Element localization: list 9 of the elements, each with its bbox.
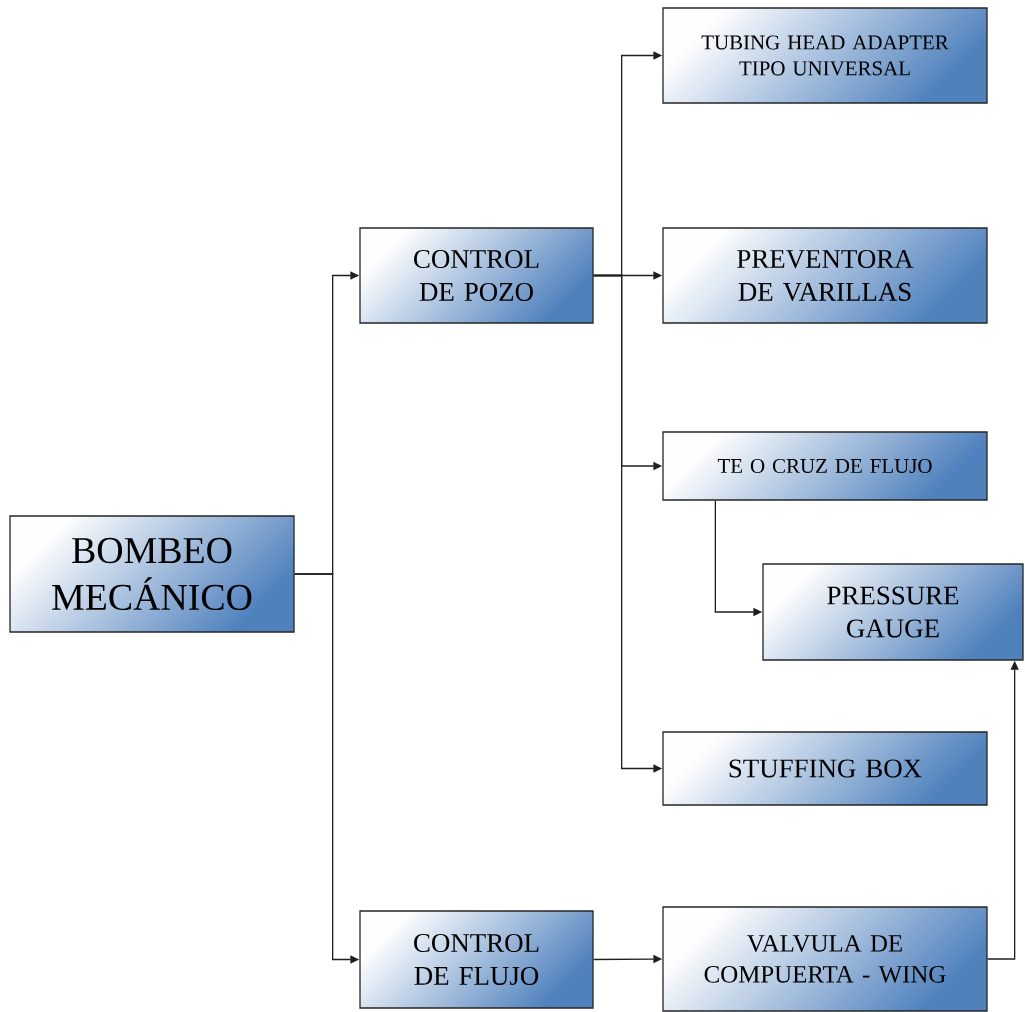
component-box: VALVULA DE COMPUERTA - WING: [662, 906, 988, 1012]
category-box: CONTROL DE POZO: [359, 227, 594, 324]
root-box: BOMBEO MECÁNICO: [9, 515, 295, 633]
component-box: STUFFING BOX: [662, 731, 988, 806]
component-box: TE O CRUZ DE FLUJO: [662, 431, 988, 501]
category-box: CONTROL DE FLUJO: [359, 910, 594, 1009]
component-box: PRESSURE GAUGE: [762, 563, 1024, 661]
component-box: PREVENTORA DE VARILLAS: [662, 227, 988, 324]
component-box: TUBING HEAD ADAPTER TIPO UNIVERSAL: [662, 7, 988, 104]
